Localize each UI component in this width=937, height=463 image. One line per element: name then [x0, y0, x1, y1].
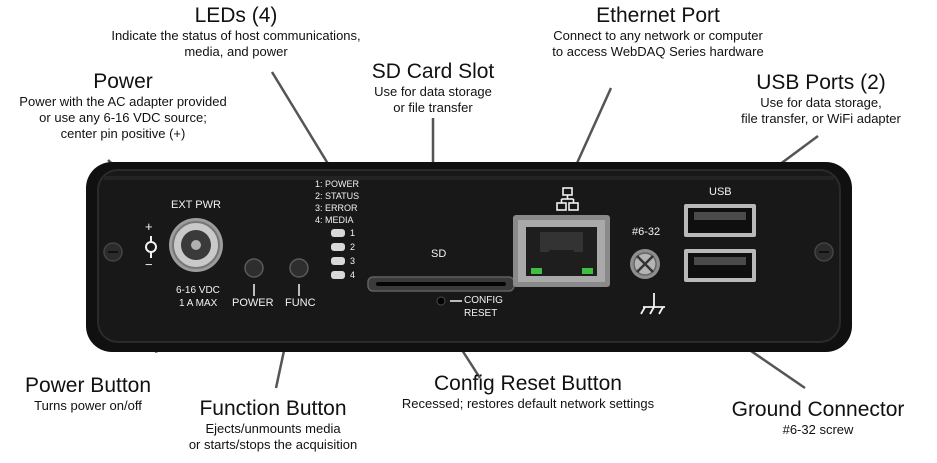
led-legend-4: 4: MEDIA — [315, 215, 354, 225]
callout-power-title: Power — [93, 70, 153, 93]
ethernet-port[interactable] — [513, 215, 610, 287]
callout-function-button-desc-1: Ejects/unmounts media — [205, 421, 341, 436]
callout-sd: SD Card Slot Use for data storage or fil… — [343, 60, 523, 116]
led-1 — [331, 229, 345, 237]
callout-usb: USB Ports (2) Use for data storage, file… — [716, 71, 926, 127]
callout-power-button-desc: Turns power on/off — [34, 398, 142, 413]
corner-screw-left-icon — [103, 242, 123, 262]
vdc-label: 6-16 VDC — [176, 285, 220, 296]
callout-function-button-desc-2: or starts/stops the acquisition — [188, 437, 358, 452]
func-button-label: FUNC — [285, 297, 316, 309]
config-label: CONFIG — [464, 295, 503, 306]
callout-ethernet: Ethernet Port Connect to any network or … — [508, 4, 808, 60]
corner-screw-right-icon — [814, 242, 834, 262]
callout-ethernet-desc-1: Connect to any network or computer — [553, 28, 763, 43]
usb-label: USB — [709, 186, 732, 198]
power-button-label: POWER — [232, 297, 274, 309]
callout-sd-desc-2: or file transfer — [393, 100, 473, 115]
callout-ethernet-desc-2: to access WebDAQ Series hardware — [552, 44, 764, 59]
config-reset-pinhole[interactable] — [436, 296, 446, 306]
minus-label: − — [145, 257, 153, 272]
usb-port-bottom[interactable] — [684, 249, 756, 282]
network-icon — [556, 187, 579, 211]
callout-leds: LEDs (4) Indicate the status of host com… — [86, 4, 386, 60]
callout-config-reset: Config Reset Button Recessed; restores d… — [376, 372, 680, 412]
callout-power: Power Power with the AC adapter provided… — [0, 70, 246, 142]
dc-power-jack[interactable] — [169, 218, 223, 272]
led-3 — [331, 257, 345, 265]
callout-usb-title: USB Ports (2) — [756, 71, 886, 94]
amax-label: 1 A MAX — [179, 298, 218, 309]
callout-ground-desc: #6-32 screw — [782, 422, 854, 437]
polarity-symbol-icon — [145, 236, 157, 258]
ext-pwr-label: EXT PWR — [171, 199, 221, 211]
usb-port-top[interactable] — [684, 204, 756, 237]
callout-config-reset-desc: Recessed; restores default network setti… — [401, 396, 655, 411]
callout-power-button-title: Power Button — [24, 374, 152, 397]
callout-function-button-title: Function Button — [199, 397, 347, 420]
plus-label: + — [145, 219, 153, 234]
callout-leds-title: LEDs (4) — [194, 4, 278, 27]
callout-ground: Ground Connector #6-32 screw — [718, 398, 918, 438]
callout-usb-desc-2: file transfer, or WiFi adapter — [741, 111, 901, 126]
callout-ethernet-title: Ethernet Port — [596, 4, 720, 27]
power-button[interactable] — [244, 258, 264, 278]
sd-label: SD — [431, 248, 447, 260]
ground-symbol-icon — [640, 293, 665, 315]
led-legend-2: 2: STATUS — [315, 191, 360, 201]
callout-config-reset-title: Config Reset Button — [434, 372, 622, 395]
callout-function-button: Function Button Ejects/unmounts media or… — [168, 397, 378, 453]
screw-size-label: #6-32 — [632, 226, 661, 238]
led-indicators — [331, 229, 345, 279]
sd-card-slot[interactable] — [367, 276, 515, 292]
callout-ground-title: Ground Connector — [731, 398, 905, 421]
callout-sd-title: SD Card Slot — [371, 60, 495, 83]
led-number-2: 2 — [350, 242, 356, 252]
callout-sd-desc-1: Use for data storage — [374, 84, 492, 99]
callout-power-desc-3: center pin positive (+) — [60, 126, 186, 141]
led-number-4: 4 — [350, 270, 356, 280]
function-button[interactable] — [289, 258, 309, 278]
led-legend-3: 3: ERROR — [315, 203, 358, 213]
led-number-1: 1 — [350, 228, 356, 238]
reset-label: RESET — [464, 308, 498, 319]
callout-power-button: Power Button Turns power on/off — [6, 374, 170, 414]
callout-leds-desc-1: Indicate the status of host communicatio… — [111, 28, 361, 43]
ground-screw[interactable] — [630, 249, 660, 279]
led-number-3: 3 — [350, 256, 356, 266]
callout-power-desc-1: Power with the AC adapter provided — [19, 94, 227, 109]
led-2 — [331, 243, 345, 251]
led-4 — [331, 271, 345, 279]
led-legend-1: 1: POWER — [315, 179, 360, 189]
callout-leds-desc-2: media, and power — [184, 44, 288, 59]
port-link-led-right — [582, 268, 593, 274]
port-link-led-left — [531, 268, 542, 274]
callout-usb-desc-1: Use for data storage, — [760, 95, 882, 110]
callout-power-desc-2: or use any 6-16 VDC source; — [39, 110, 207, 125]
